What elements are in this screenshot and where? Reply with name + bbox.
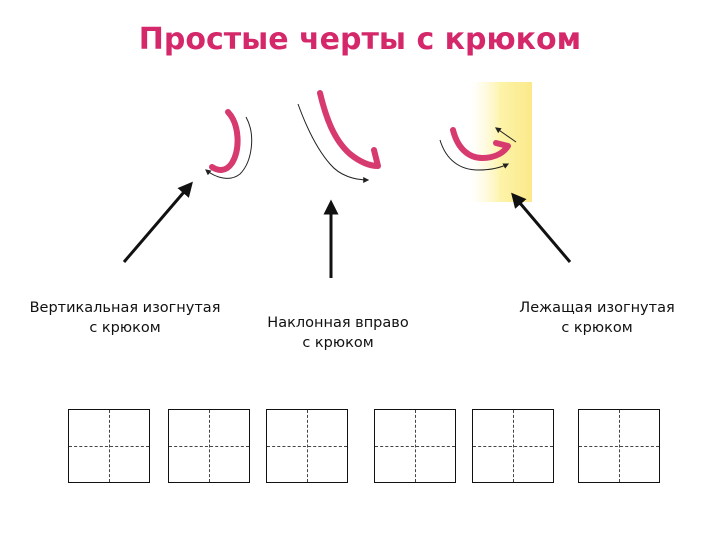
label-lying-curved-hook: Лежащая изогнутая с крюком [519,300,675,336]
practice-cell [472,409,554,483]
label-slanted-right-hook: Наклонная вправо с крюком [267,315,409,351]
pink-stroke-1 [209,109,241,173]
practice-cell [266,409,348,483]
guide-arrow-1 [205,116,253,179]
pointer-arrow-left [122,181,193,263]
pointer-arrow-right [511,192,572,263]
guide-arrow-3b [495,127,517,143]
stroke-vertical-curved-hook [205,109,253,179]
label-vertical-curved-hook: Вертикальная изогнутая с крюком [29,300,221,336]
stroke-lying-curved-hook [439,127,517,171]
page-title: Простые черты с крюком [138,22,582,57]
practice-cell [68,409,150,483]
pink-stroke-3 [450,127,511,161]
guide-arrow-2 [297,103,370,183]
stroke-slanted-right-hook [297,90,381,183]
pink-stroke-2 [317,90,381,169]
practice-cell [168,409,250,483]
practice-cell [374,409,456,483]
practice-cell [578,409,660,483]
guide-arrow-3a [439,139,510,171]
